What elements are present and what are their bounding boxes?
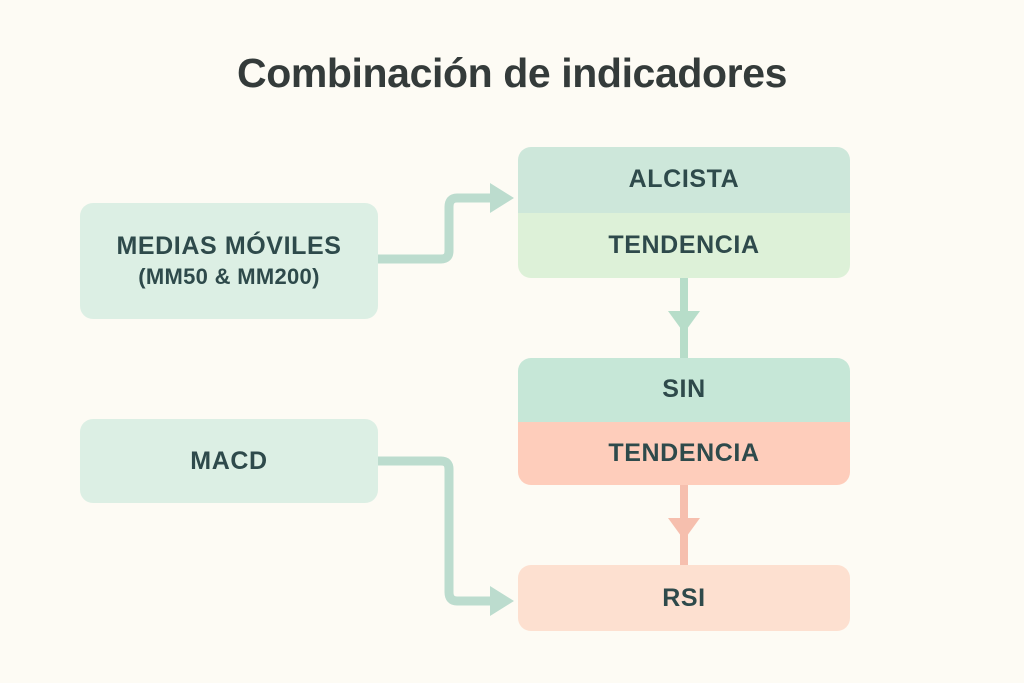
node-sin-tendencia[interactable]: SIN TENDENCIA — [518, 358, 850, 485]
node-label-sin: SIN — [662, 375, 706, 404]
connector-macd-to-rsi — [378, 456, 514, 616]
node-label-rsi: RSI — [662, 583, 706, 612]
arrowhead-icon — [668, 311, 700, 333]
connector-medias-to-alcista — [378, 183, 514, 264]
arrowhead-icon — [490, 183, 514, 213]
node-body: MACD — [80, 419, 378, 503]
node-band-top: ALCISTA — [518, 147, 850, 213]
node-medias-moviles[interactable]: MEDIAS MÓVILES (MM50 & MM200) — [80, 203, 378, 319]
node-band-bottom: TENDENCIA — [518, 421, 850, 485]
arrowhead-icon — [490, 586, 514, 616]
node-body: MEDIAS MÓVILES (MM50 & MM200) — [80, 203, 378, 319]
node-rsi[interactable]: RSI — [518, 565, 850, 631]
node-alcista-tendencia[interactable]: ALCISTA TENDENCIA — [518, 147, 850, 278]
node-sublabel-medias-moviles: (MM50 & MM200) — [138, 264, 320, 290]
page-title: Combinación de indicadores — [236, 50, 788, 96]
node-label-macd: MACD — [190, 446, 268, 475]
node-band-bottom: TENDENCIA — [518, 212, 850, 278]
node-label-alcista: ALCISTA — [628, 165, 740, 194]
node-body: RSI — [518, 565, 850, 631]
node-macd[interactable]: MACD — [80, 419, 378, 503]
node-band-top: SIN — [518, 358, 850, 422]
node-label-tendencia-alcista: TENDENCIA — [608, 230, 760, 259]
arrowhead-icon — [668, 518, 700, 540]
connector-alcista-to-sin — [668, 276, 700, 360]
node-label-medias-moviles: MEDIAS MÓVILES — [116, 232, 342, 261]
node-label-tendencia-sin: TENDENCIA — [608, 438, 760, 467]
connector-sin-to-rsi — [668, 483, 700, 567]
